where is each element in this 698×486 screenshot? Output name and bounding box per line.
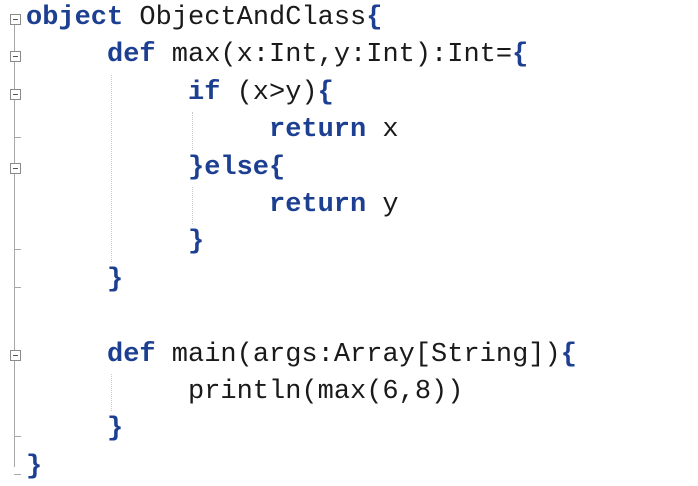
code-line[interactable]: } [188, 224, 204, 261]
fold-end-marker [14, 136, 21, 138]
fold-line [14, 24, 15, 468]
code-line[interactable]: return x [269, 112, 399, 149]
brace-token: { [317, 77, 334, 108]
brace-token: { [512, 40, 529, 71]
code-token: y [366, 190, 399, 220]
indent-guide [192, 187, 193, 225]
code-line[interactable]: } [107, 262, 123, 299]
fold-toggle-icon[interactable] [10, 163, 21, 175]
keyword-token: if [188, 77, 221, 108]
brace-token: } [26, 451, 43, 482]
code-line[interactable]: return y [269, 187, 399, 224]
code-line[interactable]: println(max(6,8)) [188, 374, 463, 411]
indent-guide [111, 74, 112, 262]
fold-end-marker [14, 473, 21, 475]
fold-toggle-icon[interactable] [10, 350, 21, 362]
brace-token: } [188, 227, 205, 258]
code-line[interactable]: def main(args:Array[String]){ [107, 337, 577, 374]
fold-toggle-icon[interactable] [10, 88, 21, 100]
code-line[interactable]: object ObjectAndClass{ [26, 0, 382, 37]
keyword-token: object [26, 3, 124, 33]
fold-end-marker [14, 249, 21, 251]
keyword-token: def [107, 339, 156, 370]
keyword-token: def [107, 40, 156, 71]
code-line[interactable]: def max(x:Int,y:Int):Int={ [107, 37, 528, 74]
code-line[interactable]: if (x>y){ [188, 75, 334, 112]
code-line[interactable]: } [107, 411, 123, 448]
code-line[interactable]: }else{ [188, 150, 285, 187]
brace-token: { [269, 152, 286, 183]
brace-token: } [107, 414, 124, 445]
fold-end-marker [14, 436, 21, 438]
code-token: x [366, 115, 399, 146]
brace-token: { [366, 3, 383, 33]
code-token: println(max(6,8)) [188, 377, 464, 407]
code-token: ObjectAndClass [123, 3, 367, 33]
brace-token: { [560, 339, 577, 370]
fold-end-marker [14, 286, 21, 288]
fold-gutter [0, 0, 22, 482]
indent-guide [111, 374, 112, 412]
keyword-token: return [269, 115, 367, 146]
brace-token: } [188, 152, 205, 183]
fold-toggle-icon[interactable] [10, 13, 21, 25]
keyword-token: else [204, 152, 270, 183]
keyword-token: return [269, 190, 367, 220]
code-token: main(args:Array[String]) [155, 339, 561, 370]
code-token: (x>y) [220, 77, 318, 108]
code-token: max(x:Int,y:Int):Int= [155, 40, 513, 71]
fold-toggle-icon[interactable] [10, 51, 21, 63]
code-line[interactable]: } [26, 449, 42, 486]
indent-guide [192, 112, 193, 150]
brace-token: } [107, 264, 124, 295]
